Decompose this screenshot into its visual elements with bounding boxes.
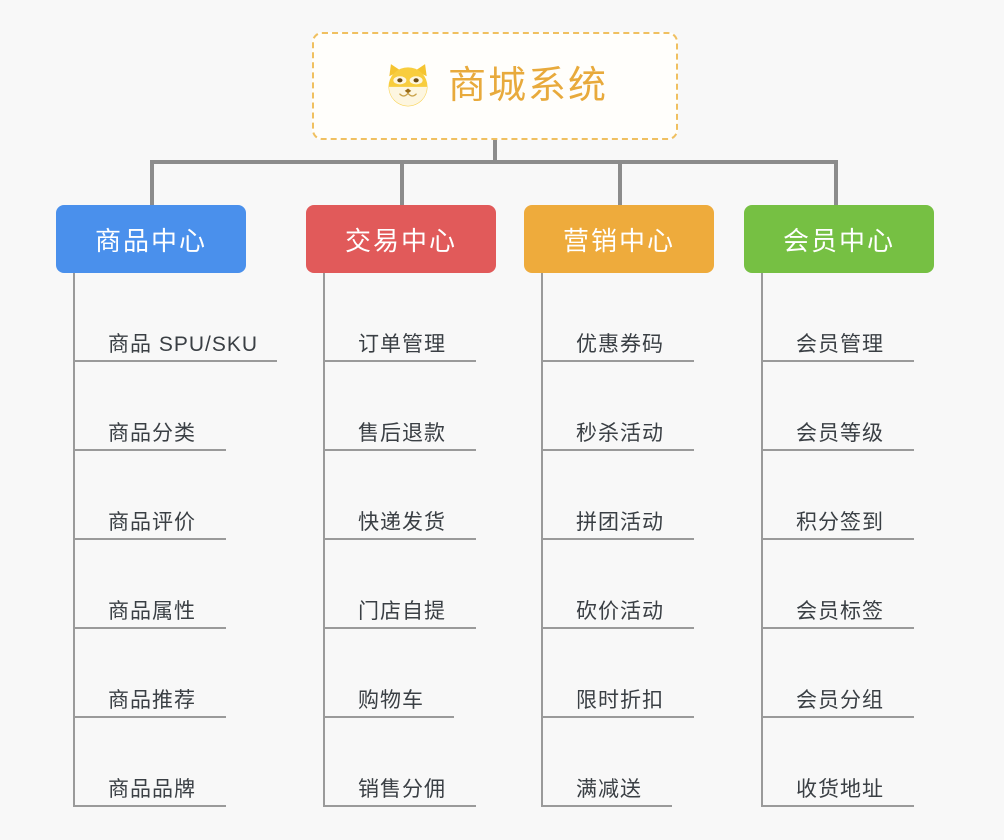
category-label: 商品中心 [94, 225, 207, 256]
leaf-label: 拼团活动 [576, 511, 664, 534]
leaf-item[interactable]: 拼团活动 [543, 451, 714, 540]
leaf-label: 满减送 [576, 778, 642, 801]
leaf-item[interactable]: 销售分佣 [325, 718, 496, 807]
leaf-item[interactable]: 限时折扣 [543, 629, 714, 718]
leaf-label: 商品 SPU/SKU [108, 333, 259, 356]
leaf-label: 购物车 [358, 689, 424, 712]
leaf-item[interactable]: 优惠券码 [543, 273, 714, 362]
leaf-item[interactable]: 会员分组 [763, 629, 934, 718]
leaf-label: 砍价活动 [576, 600, 664, 623]
leaf-label: 积分签到 [796, 511, 884, 534]
leaf-label: 商品分类 [108, 422, 196, 445]
leaf-rule [75, 627, 226, 629]
leaf-item[interactable]: 门店自提 [325, 540, 496, 629]
leaf-rule [763, 627, 914, 629]
branch-trade-center: 交易中心 订单管理 售后退款 快递发货 门店自提 购物车 [306, 205, 496, 807]
leaf-label: 快递发货 [358, 511, 446, 534]
leaf-list-marketing-center: 优惠券码 秒杀活动 拼团活动 砍价活动 限时折扣 满减送 [541, 273, 714, 807]
leaf-label: 收货地址 [796, 778, 884, 801]
leaf-rule [75, 360, 277, 362]
leaf-rule [763, 805, 914, 807]
branch-marketing-center: 营销中心 优惠券码 秒杀活动 拼团活动 砍价活动 限时折扣 [524, 205, 714, 807]
leaf-item[interactable]: 满减送 [543, 718, 714, 807]
leaf-label: 会员分组 [796, 689, 884, 712]
leaf-label: 优惠券码 [576, 333, 664, 356]
leaf-item[interactable]: 积分签到 [763, 451, 934, 540]
root-title: 商城系统 [447, 65, 608, 107]
leaf-label: 商品品牌 [108, 778, 196, 801]
connector-drop-product-center [150, 162, 154, 208]
leaf-item[interactable]: 商品分类 [75, 362, 246, 451]
leaf-item[interactable]: 订单管理 [325, 273, 496, 362]
category-label: 交易中心 [344, 225, 457, 256]
leaf-rule [75, 805, 226, 807]
leaf-label: 订单管理 [358, 333, 446, 356]
leaf-label: 会员管理 [796, 333, 884, 356]
leaf-item[interactable]: 砍价活动 [543, 540, 714, 629]
connector-stem [493, 140, 497, 164]
category-label: 营销中心 [562, 225, 675, 256]
category-box-product-center[interactable]: 商品中心 [56, 205, 246, 273]
leaf-label: 会员等级 [796, 422, 884, 445]
leaf-list-product-center: 商品 SPU/SKU 商品分类 商品评价 商品属性 商品推荐 商品品牌 [73, 273, 277, 807]
leaf-rule [543, 716, 694, 718]
leaf-label: 商品推荐 [108, 689, 196, 712]
category-box-marketing-center[interactable]: 营销中心 [524, 205, 714, 273]
leaf-item[interactable]: 会员等级 [763, 362, 934, 451]
leaf-rule [325, 360, 476, 362]
leaf-item[interactable]: 收货地址 [763, 718, 934, 807]
leaf-item[interactable]: 商品 SPU/SKU [75, 273, 277, 362]
leaf-item[interactable]: 商品评价 [75, 451, 246, 540]
connector-bus [150, 160, 838, 164]
leaf-item[interactable]: 商品推荐 [75, 629, 246, 718]
leaf-rule [763, 538, 914, 540]
category-box-trade-center[interactable]: 交易中心 [306, 205, 496, 273]
category-label: 会员中心 [782, 225, 895, 256]
leaf-rule [75, 538, 226, 540]
leaf-label: 售后退款 [358, 422, 446, 445]
leaf-rule [75, 449, 226, 451]
leaf-rule [543, 449, 694, 451]
leaf-item[interactable]: 商品属性 [75, 540, 246, 629]
leaf-label: 门店自提 [358, 600, 446, 623]
leaf-rule [325, 538, 476, 540]
leaf-rule [325, 805, 476, 807]
shiba-dog-face-icon [382, 60, 434, 112]
leaf-item[interactable]: 快递发货 [325, 451, 496, 540]
leaf-item[interactable]: 秒杀活动 [543, 362, 714, 451]
leaf-rule [325, 449, 476, 451]
root-node[interactable]: 商城系统 [312, 32, 678, 140]
connector-drop-marketing-center [618, 162, 622, 208]
leaf-item[interactable]: 会员管理 [763, 273, 934, 362]
category-box-member-center[interactable]: 会员中心 [744, 205, 934, 273]
leaf-item[interactable]: 会员标签 [763, 540, 934, 629]
branch-member-center: 会员中心 会员管理 会员等级 积分签到 会员标签 会员分组 [744, 205, 934, 807]
leaf-item[interactable]: 购物车 [325, 629, 496, 718]
leaf-rule [325, 716, 454, 718]
leaf-rule [325, 627, 476, 629]
leaf-rule [763, 716, 914, 718]
branch-product-center: 商品中心 商品 SPU/SKU 商品分类 商品评价 商品属性 商品推荐 [56, 205, 277, 807]
leaf-label: 限时折扣 [576, 689, 664, 712]
leaf-rule [543, 360, 694, 362]
leaf-rule [543, 805, 672, 807]
leaf-rule [543, 538, 694, 540]
leaf-label: 商品属性 [108, 600, 196, 623]
leaf-rule [75, 716, 226, 718]
leaf-rule [763, 449, 914, 451]
leaf-list-member-center: 会员管理 会员等级 积分签到 会员标签 会员分组 收货地址 [761, 273, 934, 807]
connector-drop-member-center [834, 162, 838, 208]
leaf-label: 销售分佣 [358, 778, 446, 801]
connector-drop-trade-center [400, 162, 404, 208]
leaf-rule [543, 627, 694, 629]
leaf-label: 秒杀活动 [576, 422, 664, 445]
leaf-label: 会员标签 [796, 600, 884, 623]
leaf-label: 商品评价 [108, 511, 196, 534]
leaf-list-trade-center: 订单管理 售后退款 快递发货 门店自提 购物车 销售分佣 [323, 273, 496, 807]
leaf-item[interactable]: 售后退款 [325, 362, 496, 451]
leaf-item[interactable]: 商品品牌 [75, 718, 246, 807]
leaf-rule [763, 360, 914, 362]
